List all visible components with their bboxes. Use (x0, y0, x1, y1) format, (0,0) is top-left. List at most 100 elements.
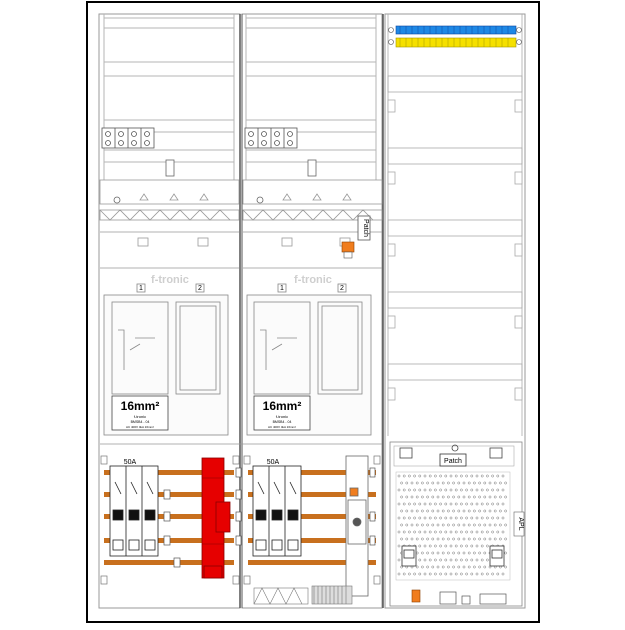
perforation-hole (415, 565, 419, 569)
perforation-hole (418, 530, 422, 534)
perforation-hole (493, 523, 497, 527)
perforation-hole (470, 488, 474, 492)
perforation-hole (491, 474, 494, 478)
perforation-hole (496, 488, 500, 492)
perforation-hole (462, 537, 466, 541)
perforation-hole (421, 495, 424, 499)
perforation-hole (441, 495, 445, 499)
perforation-hole (454, 572, 458, 576)
perforation-hole (449, 558, 453, 562)
perforation-hole (439, 516, 442, 520)
perforation-hole (415, 509, 419, 513)
perforation-hole (426, 537, 429, 541)
perforation-hole (452, 537, 455, 541)
perforation-hole (488, 537, 492, 541)
perforated-plate (395, 471, 511, 581)
perforation-hole (444, 488, 448, 492)
perforation-hole (413, 502, 416, 506)
perforation-hole (465, 544, 468, 548)
perforation-hole (444, 572, 448, 576)
perforation-hole (413, 516, 416, 520)
perforation-hole (473, 565, 476, 569)
patch-box (439, 453, 467, 467)
perforation-hole (421, 551, 424, 555)
perforation-hole (447, 509, 450, 513)
perforation-hole (421, 565, 424, 569)
perforation-hole (439, 558, 442, 562)
perforation-hole (452, 509, 455, 513)
plate-spec-right: AC 400V 4kA 16mm² (268, 425, 296, 429)
meter-panel-right (246, 283, 372, 436)
perforation-hole (444, 530, 448, 534)
perforation-hole (478, 495, 481, 499)
perforation-hole (431, 551, 435, 555)
perforation-hole (462, 523, 466, 527)
perforation-hole (421, 481, 424, 485)
perforation-hole (449, 530, 453, 534)
perforation-hole (473, 481, 476, 485)
perforation-hole (431, 509, 435, 513)
perforation-hole (501, 516, 505, 520)
perforation-hole (418, 558, 422, 562)
perforation-hole (436, 523, 440, 527)
perforation-hole (480, 516, 484, 520)
perforation-hole (457, 551, 461, 555)
perforation-hole (421, 537, 424, 541)
perforation-hole (486, 474, 489, 478)
perforation-hole (415, 537, 419, 541)
perforation-hole (499, 523, 502, 527)
perforation-hole (436, 509, 440, 513)
perforation-hole (486, 502, 489, 506)
perforation-hole (460, 474, 463, 478)
perforation-hole (470, 572, 474, 576)
perforation-hole (496, 572, 500, 576)
perforation-hole (491, 516, 494, 520)
perforation-hole (475, 558, 479, 562)
perforation-hole (462, 481, 466, 485)
perforation-hole (496, 516, 500, 520)
perforation-hole (423, 474, 427, 478)
orange-connector-icon (341, 241, 355, 259)
perforation-hole (400, 509, 403, 513)
perforation-hole (447, 495, 450, 499)
perforation-hole (418, 572, 422, 576)
perforation-hole (447, 537, 450, 541)
busbar-clamps (163, 467, 376, 568)
perforation-hole (447, 523, 450, 527)
perforation-hole (426, 481, 429, 485)
perforation-hole (426, 551, 429, 555)
perforation-hole (478, 537, 481, 541)
plate-brand-right: f-tronic (276, 414, 288, 419)
perforation-hole (478, 481, 481, 485)
perforation-hole (408, 474, 411, 478)
plate-model-right: BMSB4 - 04 (273, 420, 292, 424)
perforation-hole (452, 495, 455, 499)
perforation-hole (408, 516, 411, 520)
slot-1-right: 1 (280, 285, 284, 292)
perforation-hole (423, 502, 427, 506)
perforation-hole (449, 572, 453, 576)
breaker-icon (109, 465, 159, 557)
perforation-hole (402, 572, 406, 576)
perforation-hole (415, 495, 419, 499)
perforation-hole (434, 516, 437, 520)
perforation-hole (457, 495, 461, 499)
amp-label-left: 50A (124, 459, 137, 466)
perforation-hole (439, 474, 442, 478)
disconnect-module (345, 455, 369, 597)
perforation-hole (441, 551, 445, 555)
breaker-icon (252, 465, 302, 557)
perforation-hole (449, 502, 453, 506)
perforation-hole (483, 551, 487, 555)
perforation-hole (428, 488, 432, 492)
perforation-hole (397, 558, 401, 562)
perforation-hole (467, 537, 471, 541)
perforation-hole (447, 551, 450, 555)
perforation-hole (444, 516, 448, 520)
perforation-hole (434, 572, 437, 576)
perforation-hole (467, 509, 471, 513)
perforation-hole (486, 544, 489, 548)
perforation-hole (431, 537, 435, 541)
perforation-hole (470, 516, 474, 520)
perforation-hole (467, 565, 471, 569)
